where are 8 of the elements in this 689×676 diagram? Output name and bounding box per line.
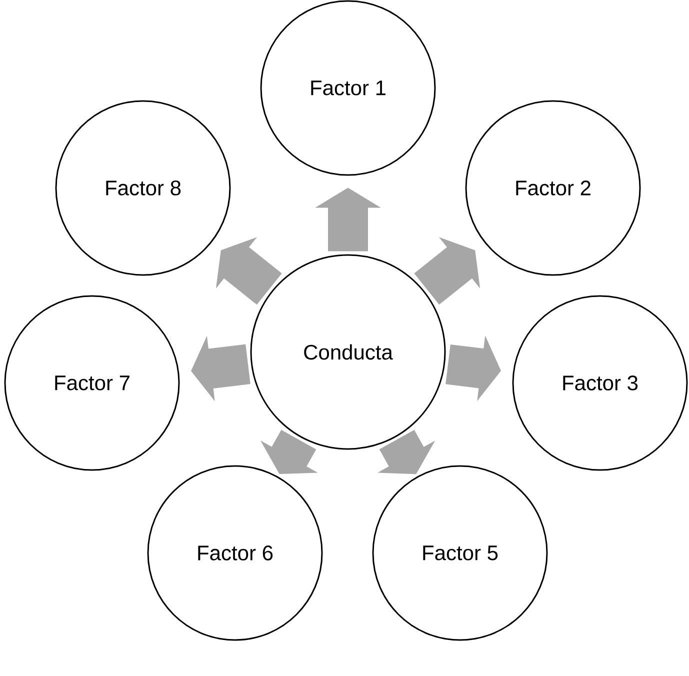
- circle-node: Factor 3: [512, 295, 688, 471]
- circle-node: Factor 2: [465, 100, 641, 276]
- circle-node: Factor 7: [4, 295, 180, 471]
- circle-node: Factor 5: [372, 465, 548, 641]
- circle-node: Factor 6: [147, 465, 323, 641]
- circle-node: Conducta: [250, 254, 446, 450]
- circle-node: Factor 1: [260, 0, 436, 176]
- circle-node: Factor 8: [55, 100, 231, 276]
